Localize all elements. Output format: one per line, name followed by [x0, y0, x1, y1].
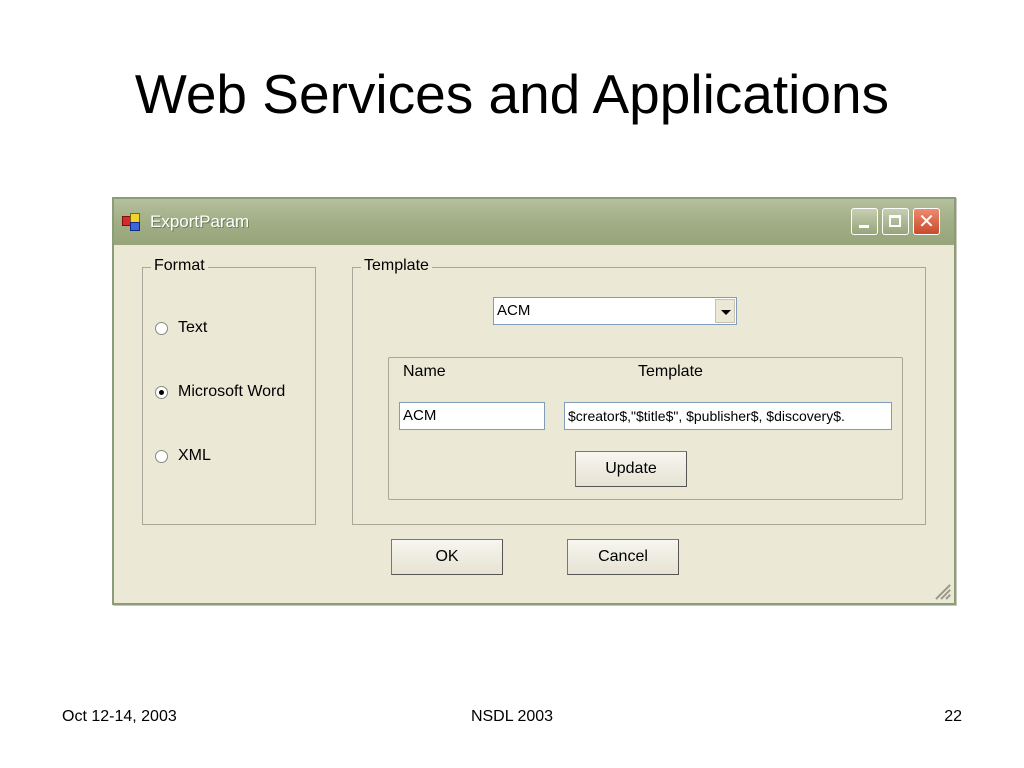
radio-xml-label: XML — [178, 447, 211, 464]
minimize-icon — [859, 225, 869, 228]
chevron-down-icon — [721, 310, 731, 315]
template-edit-panel: Name Template ACM $creator$,"$title$", $… — [388, 357, 903, 500]
radio-microsoft-word-label: Microsoft Word — [178, 383, 286, 400]
template-dropdown[interactable]: ACM — [493, 297, 737, 325]
format-group: Format Text Microsoft Word XML — [142, 257, 316, 525]
close-icon: ✕ — [918, 209, 935, 233]
maximize-button[interactable] — [882, 208, 909, 235]
name-label: Name — [403, 363, 446, 380]
radio-text-label: Text — [178, 319, 208, 336]
footer-page-number: 22 — [944, 708, 962, 725]
minimize-button[interactable] — [851, 208, 878, 235]
cancel-button[interactable]: Cancel — [567, 539, 679, 575]
template-label: Template — [638, 363, 703, 380]
name-field[interactable]: ACM — [399, 402, 545, 430]
maximize-icon — [889, 215, 901, 227]
window-titlebar[interactable]: ExportParam ✕ — [114, 199, 954, 245]
radio-xml-indicator[interactable] — [155, 450, 168, 463]
radio-text-indicator[interactable] — [155, 322, 168, 335]
app-window-icon — [122, 213, 140, 231]
slide-title: Web Services and Applications — [134, 63, 890, 125]
resize-grip-icon[interactable] — [934, 583, 951, 600]
format-group-label: Format — [151, 257, 208, 275]
template-field[interactable]: $creator$,"$title$", $publisher$, $disco… — [564, 402, 892, 430]
update-button[interactable]: Update — [575, 451, 687, 487]
window-title: ExportParam — [150, 212, 250, 231]
template-dropdown-value: ACM — [497, 302, 531, 319]
export-param-window: ExportParam ✕ Format Text Microsoft Word… — [112, 197, 956, 605]
close-button[interactable]: ✕ — [913, 208, 940, 235]
footer-date: Oct 12-14, 2003 — [62, 708, 177, 725]
dropdown-button[interactable] — [715, 299, 735, 323]
template-group: Template ACM Name Template ACM $creator$… — [352, 257, 926, 525]
ok-button[interactable]: OK — [391, 539, 503, 575]
footer-event: NSDL 2003 — [470, 708, 554, 725]
template-group-label: Template — [361, 257, 432, 275]
radio-microsoft-word-indicator[interactable] — [155, 386, 168, 399]
